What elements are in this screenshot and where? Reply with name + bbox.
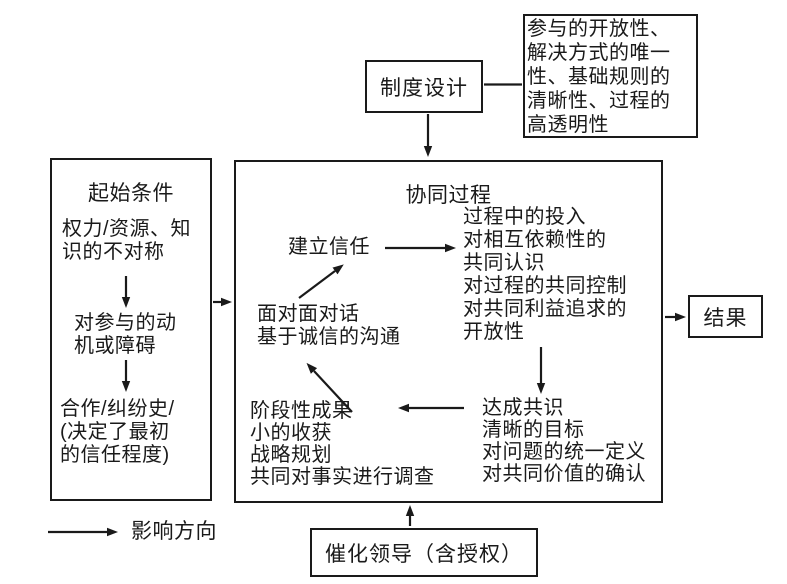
intermediate-outcomes-text: 阶段性成果 小的收获 战略规划 共同对事实进行调查: [250, 400, 435, 488]
catalytic-leadership-box: 催化领导（含授权）: [310, 528, 538, 577]
institutional-design-label: 制度设计: [380, 76, 468, 100]
starting-conditions-box: [50, 158, 212, 501]
catalytic-leadership-label: 催化领导（含授权）: [325, 542, 523, 566]
institutional-design-box: 制度设计: [365, 60, 483, 113]
legend-label: 影响方向: [131, 520, 217, 543]
outcome-label: 结果: [703, 306, 748, 330]
dialogue-text: 面对面对话 基于诚信的沟通: [257, 303, 401, 348]
collaborative-process-title: 协同过程: [405, 184, 492, 207]
history-text: 合作/纠纷史/ (决定了最初 的信任程度): [60, 398, 175, 466]
design-features-text: 参与的开放性、 解决方式的唯一 性、基础规则的 清晰性、过程的 高透明性: [527, 18, 671, 136]
asymmetry-text: 权力/资源、知 识的不对称: [62, 218, 192, 263]
consensus-text: 达成共识 清晰的目标 对问题的统一定义 对共同价值的确认: [482, 397, 646, 485]
starting-conditions-title: 起始条件: [88, 182, 174, 205]
motivation-text: 对参与的动 机或障碍: [74, 312, 177, 357]
collaborative-process-box: [234, 160, 663, 503]
trust-building-text: 建立信任: [288, 236, 370, 258]
design-features-box: [523, 14, 698, 138]
process-commitment-text: 过程中的投入 对相互依赖性的 共同认识 对过程的共同控制 对共同利益追求的 开放…: [463, 206, 627, 343]
outcome-box: 结果: [688, 295, 763, 338]
